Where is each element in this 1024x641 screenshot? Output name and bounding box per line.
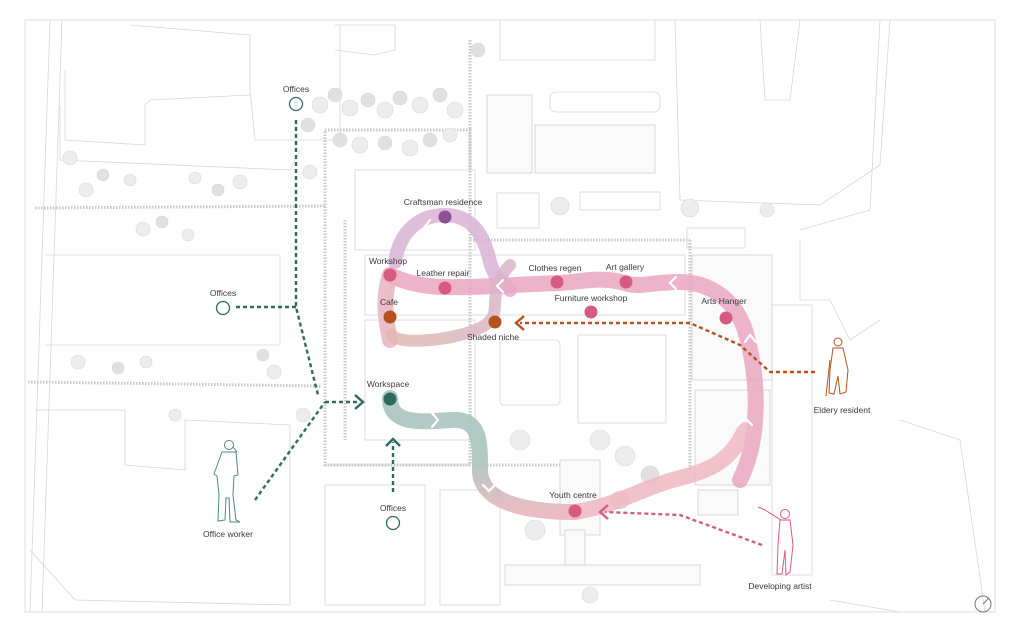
origin-offices-north[interactable]: Offices	[283, 84, 309, 112]
node-label: Craftsman residence	[404, 197, 483, 207]
node-label: Workspace	[367, 379, 410, 389]
north-arrow-icon	[974, 595, 992, 613]
node-shaded-niche[interactable]: Shaded niche	[467, 315, 519, 343]
node-youth-centre[interactable]: Youth centre	[549, 490, 597, 518]
arrowhead-icon	[354, 394, 365, 410]
node-label: Youth centre	[549, 490, 597, 500]
persona-office-worker[interactable]: Office worker	[203, 440, 253, 540]
artist-access-line	[598, 504, 763, 547]
chevron-icon	[456, 226, 467, 242]
node-cafe[interactable]: Cafe	[380, 297, 398, 324]
node-clothes-regen[interactable]: Clothes regen	[529, 263, 582, 289]
elderly-access-line	[514, 315, 815, 374]
node-arts-hanger[interactable]: Arts Hanger	[701, 296, 747, 325]
chevron-icon	[668, 275, 678, 291]
node-workshop[interactable]: Workshop	[369, 256, 407, 282]
route-workspace-youth	[382, 390, 583, 520]
node-label: Cafe	[380, 297, 398, 307]
node-workspace[interactable]: Workspace	[367, 379, 410, 406]
origin-label: Offices	[210, 288, 236, 298]
trees	[62, 42, 775, 604]
tree-cluster-north	[300, 42, 486, 180]
dash-elderly-resident	[520, 321, 815, 374]
node-label: Leather repair	[417, 268, 470, 278]
node-art-gallery[interactable]: Art gallery	[606, 262, 645, 289]
arrowhead-icon	[598, 504, 609, 520]
node-label: Shaded niche	[467, 332, 519, 342]
node-leather-repair[interactable]: Leather repair	[417, 268, 470, 295]
arrowhead-icon	[385, 437, 401, 447]
office-arrowheads	[354, 394, 401, 447]
route-youth-arts	[567, 422, 753, 520]
origin-offices-west[interactable]: Offices	[210, 288, 236, 316]
base-map	[24, 19, 996, 613]
node-label: Furniture workshop	[555, 293, 628, 303]
chevron-icon	[430, 411, 440, 429]
persona-label: Eldery resident	[814, 405, 871, 415]
chevron-icon	[422, 218, 434, 234]
origin-label: Offices	[380, 503, 406, 513]
persona-label: Office worker	[203, 529, 253, 539]
office-access-lines	[236, 120, 395, 501]
dash-office-worker	[254, 401, 326, 501]
node-label: Art gallery	[606, 262, 645, 272]
origin-label: Offices	[283, 84, 309, 94]
node-label: Arts Hanger	[701, 296, 747, 306]
chevron-icon	[382, 350, 398, 360]
node-furniture-workshop[interactable]: Furniture workshop	[555, 293, 628, 319]
node-craftsman-residence[interactable]: Craftsman residence	[404, 197, 483, 224]
route-direction-arrows	[382, 218, 758, 493]
chevron-icon	[743, 333, 758, 344]
chevron-icon	[481, 483, 497, 493]
node-label: Clothes regen	[529, 263, 582, 273]
persona-label: Developing artist	[748, 581, 812, 591]
origin-offices-south[interactable]: Offices	[380, 503, 406, 531]
elderly-resident-figure-icon	[825, 337, 849, 397]
chevron-icon	[736, 416, 754, 427]
arrowhead-icon	[514, 315, 525, 331]
developing-artist-figure-icon	[757, 506, 794, 576]
dash-offices-north	[294, 120, 320, 396]
persona-developing-artist[interactable]: Developing artist	[748, 506, 812, 591]
node-label: Workshop	[369, 256, 407, 266]
office-worker-figure-icon	[213, 440, 241, 523]
dash-developing-artist	[604, 510, 763, 547]
chevron-icon	[495, 278, 505, 294]
persona-elderly-resident[interactable]: Eldery resident	[814, 337, 871, 415]
